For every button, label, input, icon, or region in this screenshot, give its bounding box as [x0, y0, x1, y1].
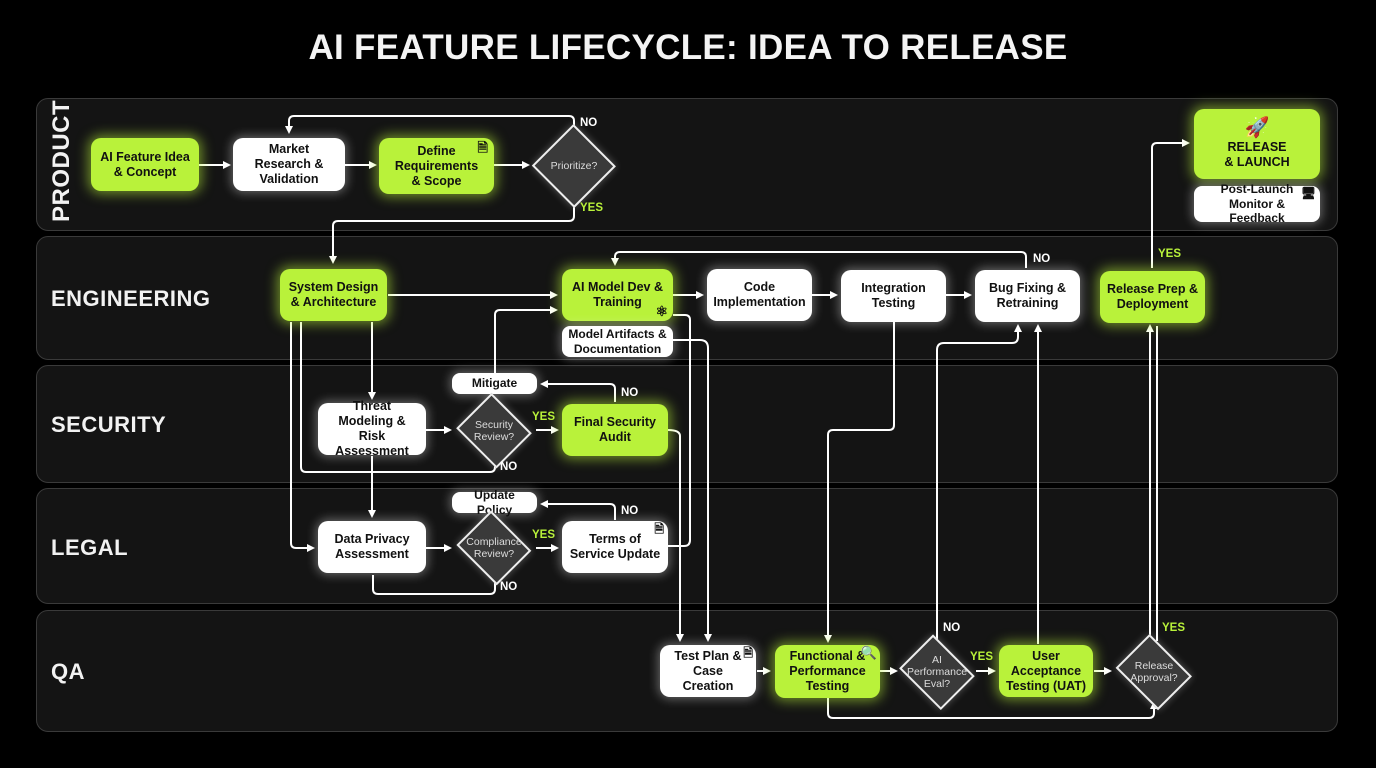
document-icon: 🗎: [477, 140, 488, 155]
node-code[interactable]: Code Implementation: [707, 269, 812, 321]
node-update-policy[interactable]: Update Policy: [452, 488, 537, 517]
edge-functional-approval: [827, 698, 1158, 719]
monitor-chart-icon: 🖥: [1300, 186, 1316, 200]
edge-prioritize-no: [285, 115, 575, 134]
node-tos[interactable]: Terms of Service Update 🗎: [562, 521, 668, 573]
node-privacy[interactable]: Data Privacy Assessment: [318, 521, 426, 573]
label-compliance-no: NO: [500, 581, 518, 593]
label-compliance-yes: YES: [532, 529, 556, 541]
edge-tos-no-policy: [540, 500, 616, 520]
node-requirements-label: Define Requirements & Scope: [394, 143, 479, 188]
node-integration[interactable]: Integration Testing: [841, 270, 946, 322]
edge-compliance-no-loop: [372, 575, 496, 595]
decision-prioritize-label: Prioritize?: [550, 159, 598, 172]
edge-integration-functional: [824, 322, 895, 643]
decision-ai-eval-label: AI Performance Eval?: [906, 653, 968, 691]
label-security-yes: YES: [532, 411, 556, 423]
node-model-dev[interactable]: AI Model Dev & Training ⚛: [562, 269, 673, 321]
edge-eval-no-bugfix: [936, 324, 1022, 641]
edge-prioritize-yes: [329, 201, 575, 264]
node-release-launch[interactable]: 🚀 RELEASE & LAUNCH: [1194, 109, 1320, 179]
node-artifacts[interactable]: Model Artifacts & Documentation: [562, 326, 673, 357]
label-bugfix-no: NO: [1033, 253, 1051, 265]
decision-compliance-label: Compliance Review?: [466, 535, 522, 560]
lane-label-legal: LEGAL: [51, 535, 129, 560]
node-requirements[interactable]: Define Requirements & Scope 🗎: [379, 138, 494, 194]
node-mitigate[interactable]: Mitigate: [452, 373, 537, 394]
lane-label-engineering: ENGINEERING: [51, 286, 211, 311]
node-post-launch[interactable]: Post-Launch Monitor & Feedback 🖥: [1194, 182, 1320, 225]
node-system-design[interactable]: System Design & Architecture: [280, 269, 387, 321]
label-approval-yes: YES: [1162, 622, 1186, 634]
edge-artifacts-testplan: [673, 339, 712, 642]
node-functional[interactable]: Functional & Performance Testing 🔍: [775, 645, 880, 698]
label-audit-no: NO: [621, 387, 639, 399]
edge-bugfix-no-model: [611, 251, 1027, 268]
edge-releaseprep-launch: [1151, 139, 1190, 268]
label-eval-yes: YES: [970, 651, 994, 663]
node-idea[interactable]: AI Feature Idea & Concept: [91, 138, 199, 191]
edge-audit-testplan: [667, 429, 684, 642]
decision-ai-eval[interactable]: AI Performance Eval?: [895, 638, 979, 706]
edge-design-privacy: [290, 322, 315, 552]
node-release-launch-label: RELEASE & LAUNCH: [1224, 140, 1290, 169]
document-icon: 🗎: [654, 522, 664, 536]
node-test-plan-label: Test Plan & Case Creation: [674, 648, 742, 693]
lane-label-qa: QA: [51, 659, 85, 684]
decision-compliance[interactable]: Compliance Review?: [453, 513, 535, 583]
node-tos-label: Terms of Service Update: [569, 532, 661, 561]
edge-mitigate-model: [494, 306, 558, 373]
node-threat-modeling[interactable]: Threat Modeling & Risk Assessment: [318, 399, 426, 458]
node-security-audit[interactable]: Final Security Audit: [562, 404, 668, 456]
label-prioritize-no: NO: [580, 117, 598, 129]
brain-icon: ⚛: [655, 303, 668, 320]
rocket-icon: 🚀: [1244, 117, 1270, 139]
decision-security-review-label: Security Review?: [473, 418, 515, 443]
node-post-launch-label: Post-Launch Monitor & Feedback: [1220, 182, 1294, 226]
node-test-plan[interactable]: Test Plan & Case Creation 🗎: [660, 645, 756, 697]
edge-design-loop: [300, 322, 496, 473]
decision-prioritize[interactable]: Prioritize?: [531, 124, 617, 208]
magnifier-icon: 🔍: [860, 645, 877, 660]
lane-label-security: SECURITY: [51, 412, 167, 437]
decision-release-approval-label: Release Approval?: [1130, 659, 1178, 684]
document-icon: 🗎: [743, 646, 753, 660]
decision-release-approval[interactable]: Release Approval?: [1111, 638, 1197, 706]
node-functional-label: Functional & Performance Testing: [789, 649, 866, 693]
node-release-prep[interactable]: Release Prep & Deployment: [1100, 271, 1205, 323]
edge-tos-up: [668, 314, 691, 547]
label-prioritize-yes: YES: [580, 202, 604, 214]
node-uat[interactable]: User Acceptance Testing (UAT): [999, 645, 1093, 697]
label-tos-no: NO: [621, 505, 639, 517]
node-market-research[interactable]: Market Research & Validation: [233, 138, 345, 191]
label-releaseprep-yes: YES: [1158, 248, 1182, 260]
edge-audit-no-mitigate: [540, 380, 616, 402]
diagram-title: AI FEATURE LIFECYCLE: IDEA TO RELEASE: [308, 28, 1068, 67]
lane-security: [36, 365, 1338, 483]
node-bugfix[interactable]: Bug Fixing & Retraining: [975, 270, 1080, 322]
node-model-dev-label: AI Model Dev & Training: [572, 280, 663, 309]
decision-security-review[interactable]: Security Review?: [453, 395, 535, 467]
label-eval-no: NO: [943, 622, 961, 634]
label-security-no: NO: [500, 461, 518, 473]
